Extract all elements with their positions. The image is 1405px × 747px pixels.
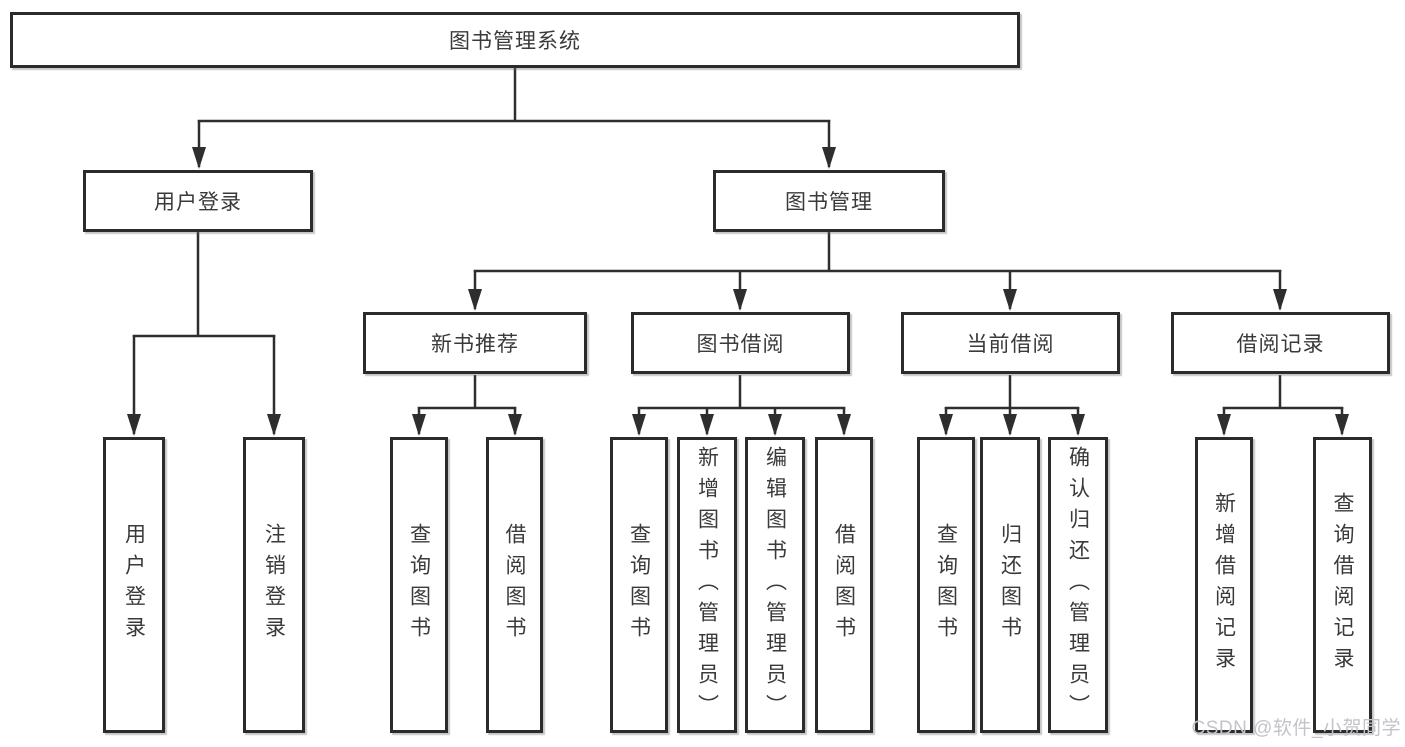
leaf-label: 新增图书（管理员） <box>695 445 719 725</box>
leaf-label: 查询借阅记录 <box>1331 492 1354 678</box>
node-book-management: 图书管理 <box>713 170 945 232</box>
leaf-label: 查询图书 <box>934 523 958 647</box>
leaf-label: 注销登录 <box>262 523 286 647</box>
leaf-label: 查询图书 <box>407 523 431 647</box>
leaf-edit-book-admin: 编辑图书（管理员） <box>745 437 805 733</box>
connector-current-borrowing-to-leaves <box>939 375 1085 436</box>
leaf-label: 借阅图书 <box>503 523 526 647</box>
connector-user-login-to-leaves <box>127 232 281 436</box>
node-library-management-system: 图书管理系统 <box>10 12 1020 68</box>
connector-book-management-to-level3 <box>468 232 1287 311</box>
leaf-label: 借阅图书 <box>832 523 856 647</box>
leaf-return-books: 归还图书 <box>980 437 1040 733</box>
node-borrowing-records: 借阅记录 <box>1171 312 1390 374</box>
node-book-borrowing: 图书借阅 <box>631 312 850 374</box>
leaf-label: 新增借阅记录 <box>1212 492 1236 678</box>
connector-borrowing-records-to-leaves <box>1217 375 1349 436</box>
leaf-add-borrow-record: 新增借阅记录 <box>1195 437 1253 733</box>
connector-book-borrowing-to-leaves <box>632 375 851 436</box>
node-new-book-recommendation: 新书推荐 <box>363 312 587 374</box>
leaf-confirm-return-admin: 确认归还（管理员） <box>1048 437 1108 733</box>
node-user-login: 用户登录 <box>83 170 313 232</box>
leaf-search-borrow-record: 查询借阅记录 <box>1313 437 1372 733</box>
leaf-search-books-borrowing: 查询图书 <box>610 437 668 733</box>
leaf-logout: 注销登录 <box>243 437 305 733</box>
leaf-search-books-recommend: 查询图书 <box>390 437 448 733</box>
leaf-label: 用户登录 <box>122 523 146 647</box>
leaf-borrow-books-borrowing: 借阅图书 <box>815 437 873 733</box>
leaf-label: 归还图书 <box>998 523 1022 647</box>
leaf-label: 确认归还（管理员） <box>1066 445 1090 725</box>
csdn-watermark: CSDN @软件_小贺同学 <box>1191 718 1401 739</box>
leaf-label: 编辑图书（管理员） <box>763 445 787 725</box>
leaf-borrow-books-recommend: 借阅图书 <box>486 437 543 733</box>
connector-root-to-level2 <box>192 68 836 169</box>
node-current-borrowing: 当前借阅 <box>901 312 1120 374</box>
leaf-search-books-current: 查询图书 <box>917 437 975 733</box>
leaf-user-login: 用户登录 <box>103 437 165 733</box>
leaf-add-book-admin: 新增图书（管理员） <box>677 437 737 733</box>
connector-new-book-recommendation-to-leaves <box>412 375 522 436</box>
leaf-label: 查询图书 <box>627 523 651 647</box>
